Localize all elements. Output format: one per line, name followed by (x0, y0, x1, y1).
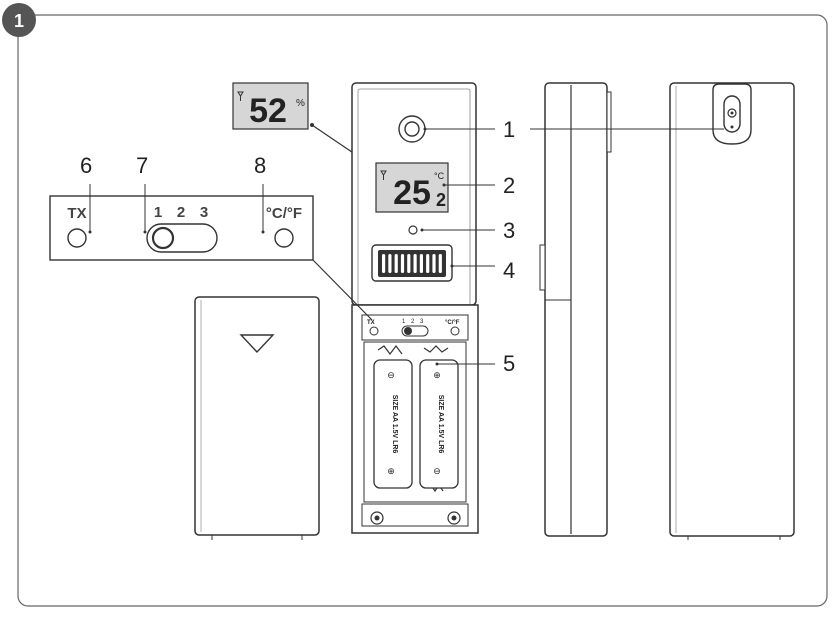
grille-slot (432, 254, 436, 273)
battery-right-minus: ⊖ (433, 466, 441, 476)
callout-8: 8 (254, 153, 266, 178)
signal-icon (237, 91, 244, 101)
hygro-lcd: 52 % (232, 82, 309, 130)
tx-button (67, 228, 87, 248)
unit-button (274, 228, 294, 248)
vent-grille (371, 244, 453, 282)
hygro-unit: % (296, 98, 305, 109)
grille-slot (388, 254, 392, 273)
grille-slot (438, 254, 442, 273)
slide-arrow-icon (239, 334, 275, 354)
callout-2: 2 (503, 173, 515, 198)
grille-slot (413, 254, 417, 273)
mini-channel-2: 2 (411, 319, 415, 325)
sensor-front-view: 25 2 °C TX 1 2 3 °C/°F (351, 82, 479, 534)
battery-right-label: SIZE AA 1.5V LR6 (437, 395, 444, 454)
switch-panel-zoom: TX 1 2 3 °C/°F (49, 195, 314, 261)
thermo-lcd: 25 2 °C (375, 162, 449, 213)
callout-leaders (89, 128, 724, 365)
thermo-value-main: 25 (393, 174, 431, 212)
thermo-unit: °C (434, 171, 445, 181)
callout-1: 1 (503, 117, 515, 142)
battery-left-label: SIZE AA 1.5V LR6 (391, 395, 398, 454)
channel-slider-knob (151, 226, 175, 250)
battery-right: ⊕ ⊖ SIZE AA 1.5V LR6 (419, 359, 459, 489)
hanging-hole (712, 83, 752, 145)
step-badge: 1 (2, 3, 36, 37)
callout-5: 5 (503, 351, 515, 376)
thermo-value-decimal: 2 (436, 190, 446, 210)
sensor-side-view (539, 82, 612, 537)
grille-slot (419, 254, 423, 273)
mini-tx-label: TX (367, 320, 375, 326)
callout-6: 6 (80, 153, 92, 178)
callout-3: 3 (503, 218, 515, 243)
figure-frame (17, 14, 828, 607)
battery-cover (194, 296, 320, 540)
battery-left-minus: ⊖ (387, 370, 395, 380)
battery-right-plus: ⊕ (433, 370, 441, 380)
mini-channel-3: 3 (420, 319, 424, 325)
grille-slot (394, 254, 398, 273)
led-indicator (398, 115, 426, 143)
grille-slot (407, 254, 411, 273)
mini-switch-panel: TX 1 2 3 °C/°F (367, 319, 460, 337)
reset-hole (408, 225, 418, 235)
callout-4: 4 (503, 258, 515, 283)
channel-label-1: 1 (154, 204, 162, 221)
callout-7: 7 (136, 153, 148, 178)
sensor-back-view (669, 82, 795, 540)
battery-left: ⊖ ⊕ SIZE AA 1.5V LR6 (373, 359, 413, 489)
mini-unit-label: °C/°F (445, 320, 460, 326)
grille-slot (426, 254, 430, 273)
hygro-value: 52 (249, 92, 287, 130)
grille-slot (382, 254, 386, 273)
channel-label-2: 2 (177, 204, 185, 221)
grille-slot (400, 254, 405, 273)
step-badge-number: 1 (14, 11, 24, 31)
battery-left-plus: ⊕ (387, 466, 395, 476)
unit-label: °C/°F (266, 205, 302, 222)
channel-label-3: 3 (200, 204, 208, 221)
mini-channel-1: 1 (402, 319, 406, 325)
leader-switch-zoom (312, 259, 373, 321)
tx-label: TX (67, 205, 86, 222)
signal-icon (380, 170, 387, 180)
